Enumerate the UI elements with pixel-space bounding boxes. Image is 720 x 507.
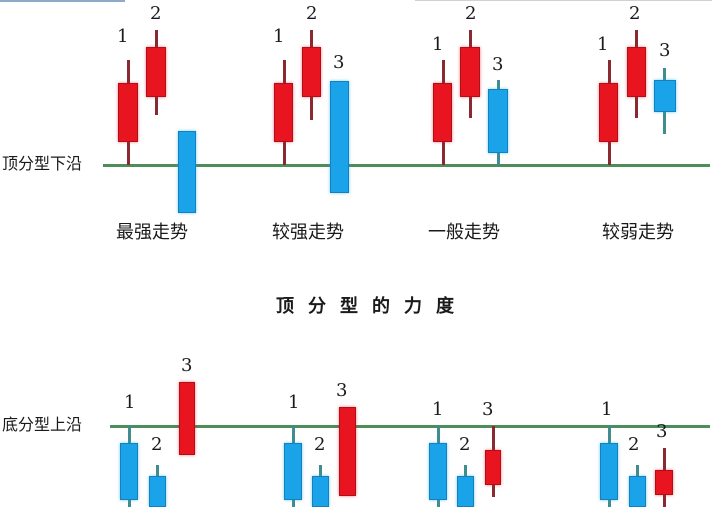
candle-label-3: 3: [336, 380, 348, 401]
red-candle-1: [118, 83, 138, 142]
top-border-gray: [415, 0, 712, 1]
candle-label-3: 3: [482, 399, 494, 420]
blue-candle-2: [457, 476, 474, 507]
top-fractal-lower-edge-line: [103, 164, 710, 167]
top-border-blue: [0, 0, 125, 2]
candle-label-2: 2: [306, 3, 318, 24]
trend-label-normal: 一般走势: [428, 222, 500, 243]
candle-label-2: 2: [150, 3, 162, 24]
blue-candle-1: [120, 443, 138, 500]
red-candle-3: [485, 450, 501, 485]
red-candle-1: [599, 83, 618, 142]
blue-candle-1: [429, 443, 447, 500]
candle-label-1: 1: [124, 392, 136, 413]
blue-candle-3: [654, 80, 676, 112]
bottom-fractal-upper-edge-line: [110, 425, 710, 428]
candle-label-3: 3: [492, 54, 504, 75]
candle-label-1: 1: [117, 26, 129, 47]
red-candle-2: [146, 47, 166, 97]
top-fractal-lower-edge-label: 顶分型下沿: [2, 154, 83, 173]
candle-label-2: 2: [628, 434, 640, 455]
blue-candle-1: [600, 443, 618, 500]
candle-label-3: 3: [333, 52, 345, 73]
candle-label-1: 1: [601, 399, 613, 420]
blue-candle-3: [178, 131, 196, 213]
trend-label-strong: 较强走势: [272, 222, 344, 243]
candle-label-1: 1: [273, 26, 285, 47]
candle-label-1: 1: [432, 399, 444, 420]
trend-label-weak: 较弱走势: [602, 222, 674, 243]
blue-candle-2: [629, 476, 646, 507]
candle-label-3: 3: [181, 355, 193, 376]
blue-candle-3: [330, 81, 349, 193]
candle-label-3: 3: [656, 421, 668, 442]
candle-label-2: 2: [314, 434, 326, 455]
red-candle-2: [627, 47, 646, 97]
blue-candle-3: [488, 89, 508, 153]
trend-label-strongest: 最强走势: [116, 222, 188, 243]
candle-label-3: 3: [659, 40, 671, 61]
candle-label-2: 2: [629, 3, 641, 24]
candle-label-1: 1: [288, 392, 300, 413]
red-candle-2: [460, 47, 480, 97]
bottom-fractal-upper-edge-label: 底分型上沿: [2, 415, 83, 434]
candle-label-1: 1: [597, 34, 609, 55]
red-candle-3: [339, 407, 356, 496]
blue-candle-2: [149, 476, 166, 507]
red-candle-2: [302, 47, 321, 97]
candle-label-2: 2: [459, 434, 471, 455]
blue-candle-1: [284, 443, 302, 500]
candle-label-1: 1: [432, 34, 444, 55]
red-candle-1: [274, 83, 293, 142]
candle-label-2: 2: [151, 434, 163, 455]
red-candle-3: [655, 470, 673, 495]
red-candle-1: [433, 83, 452, 142]
figure-title: 顶分型的力度: [276, 296, 468, 317]
blue-candle-2: [312, 476, 329, 507]
candle-label-2: 2: [465, 3, 477, 24]
red-candle-3: [179, 382, 195, 455]
